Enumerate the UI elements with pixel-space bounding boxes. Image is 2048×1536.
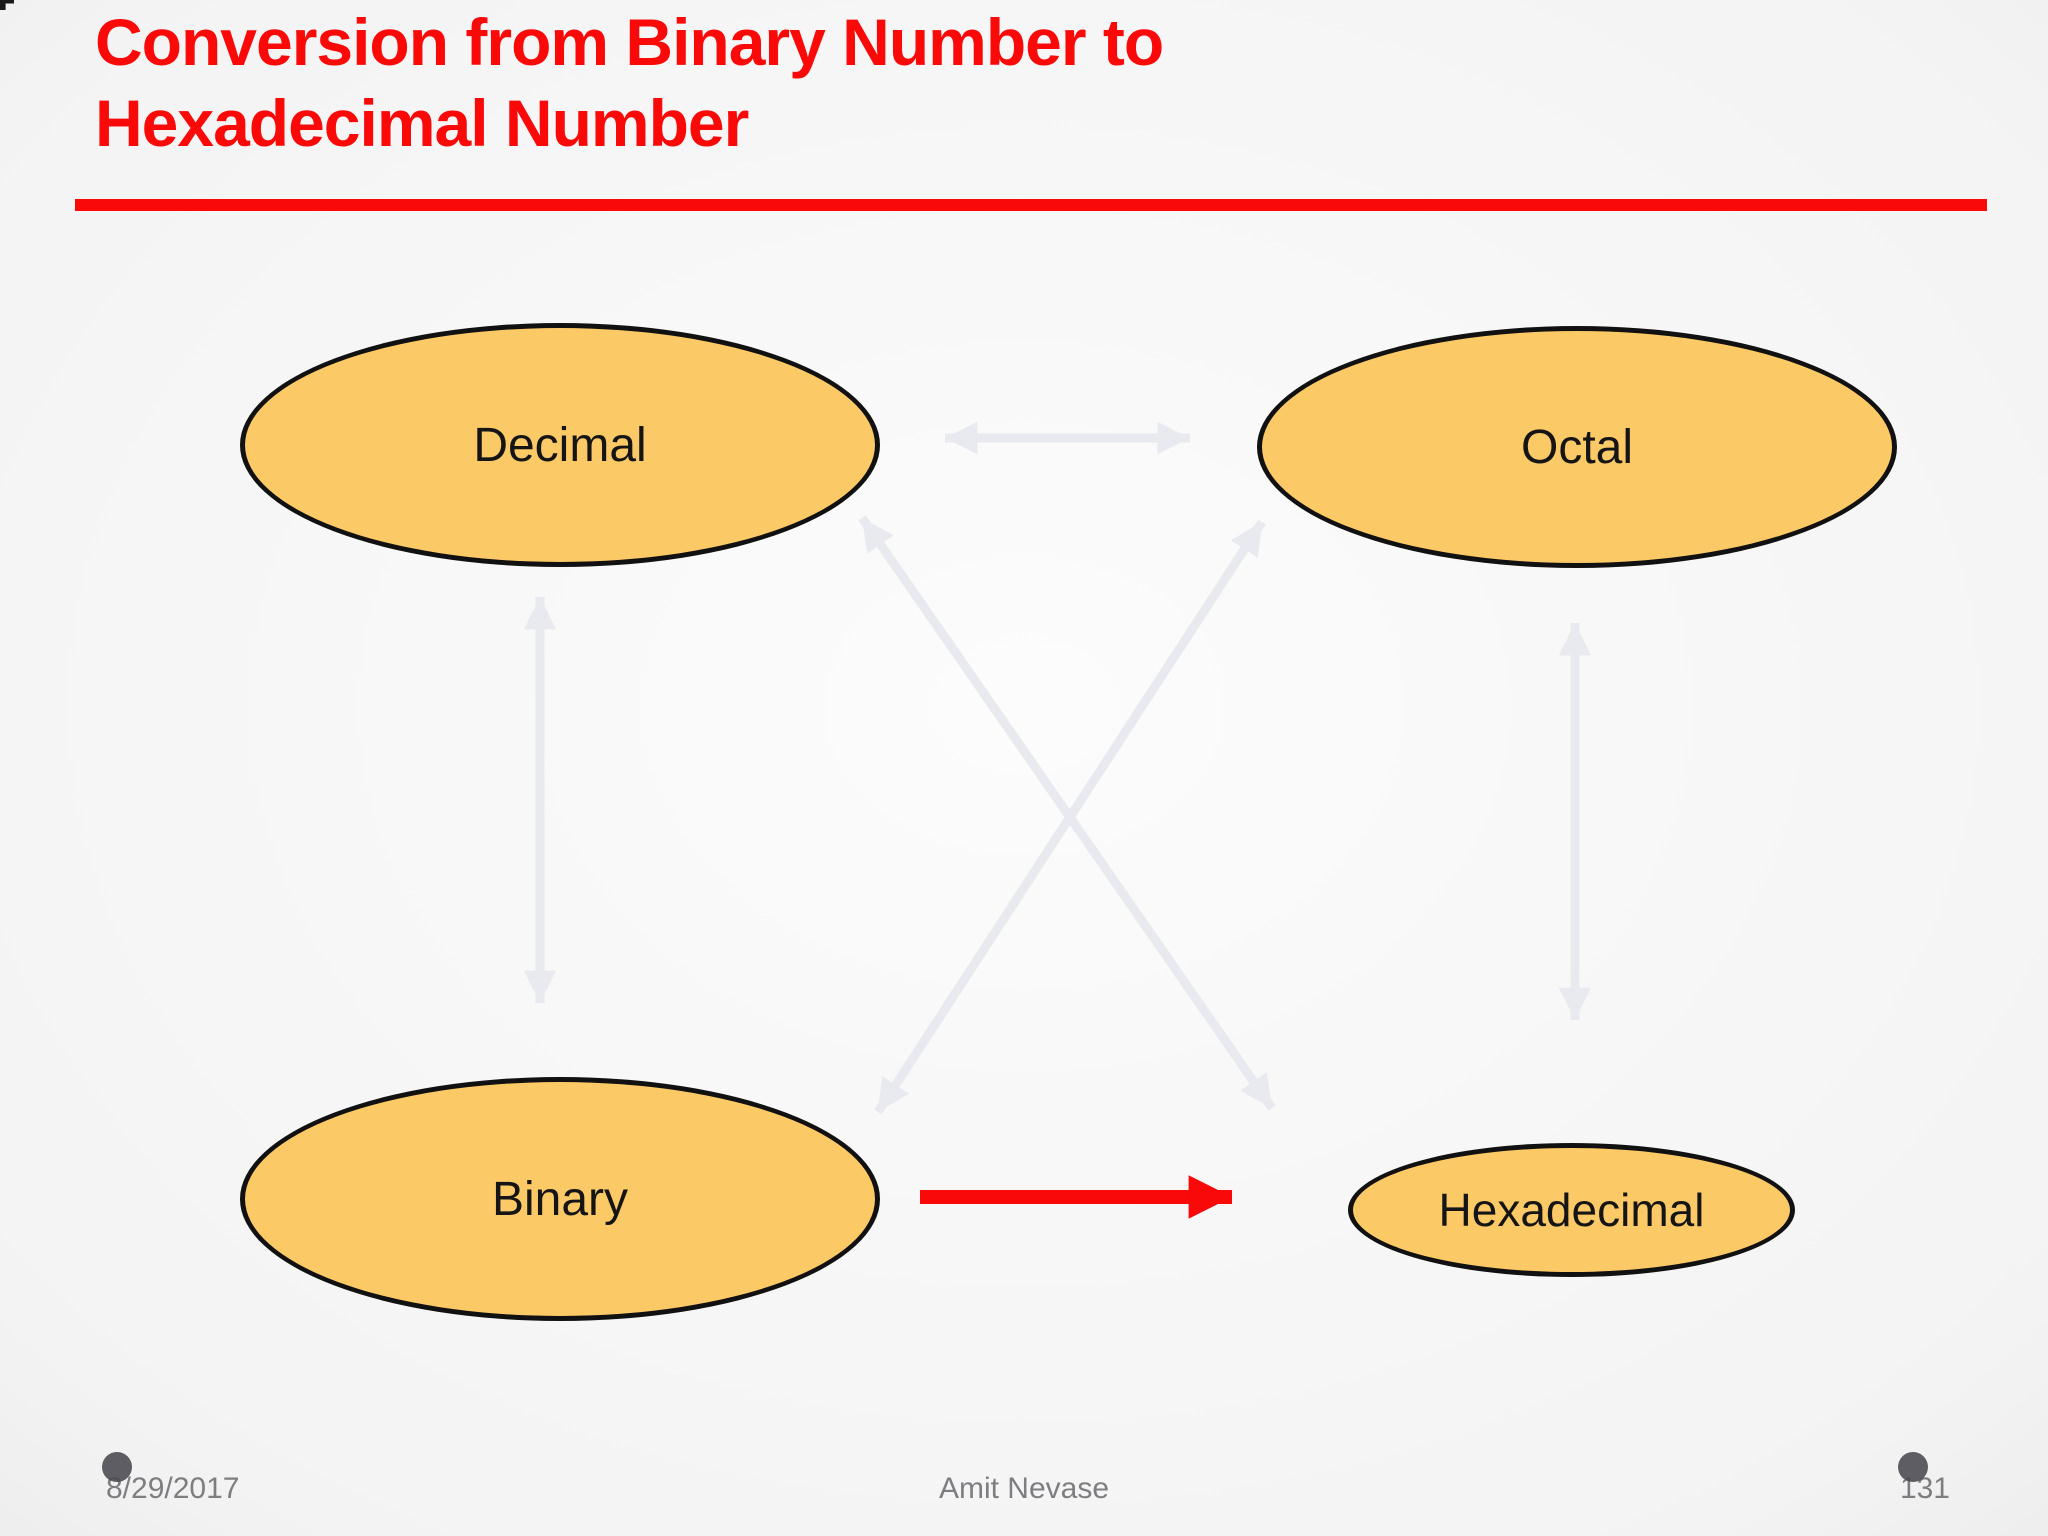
node-hexadecimal-label: Hexadecimal: [1438, 1184, 1705, 1236]
node-hexadecimal: Hexadecimal: [1348, 1143, 1795, 1277]
footer-dot-icon: [102, 1452, 132, 1482]
footer-dot-icon: [1898, 1452, 1928, 1482]
slide-title-line1: Conversion from Binary Number to: [95, 5, 1164, 79]
footer-date: 8/29/2017: [106, 1472, 240, 1505]
node-octal-label: Octal: [1520, 420, 1634, 474]
slide-title-line2: Hexadecimal Number: [95, 85, 749, 160]
node-binary-label: Binary: [491, 1172, 629, 1226]
node-binary: Binary: [240, 1077, 880, 1321]
node-decimal-label: Decimal: [473, 418, 647, 472]
title-underline: [75, 199, 1987, 211]
node-octal: Octal: [1257, 326, 1897, 568]
slide-title: Conversion from Binary Number to Hexadec…: [95, 2, 1895, 163]
slide-footer: 8/29/2017 Amit Nevase 131: [0, 1472, 2048, 1512]
footer-author: Amit Nevase: [938, 1472, 1110, 1505]
node-decimal: Decimal: [240, 323, 880, 567]
arrow-binary-octal: [874, 519, 1266, 1115]
